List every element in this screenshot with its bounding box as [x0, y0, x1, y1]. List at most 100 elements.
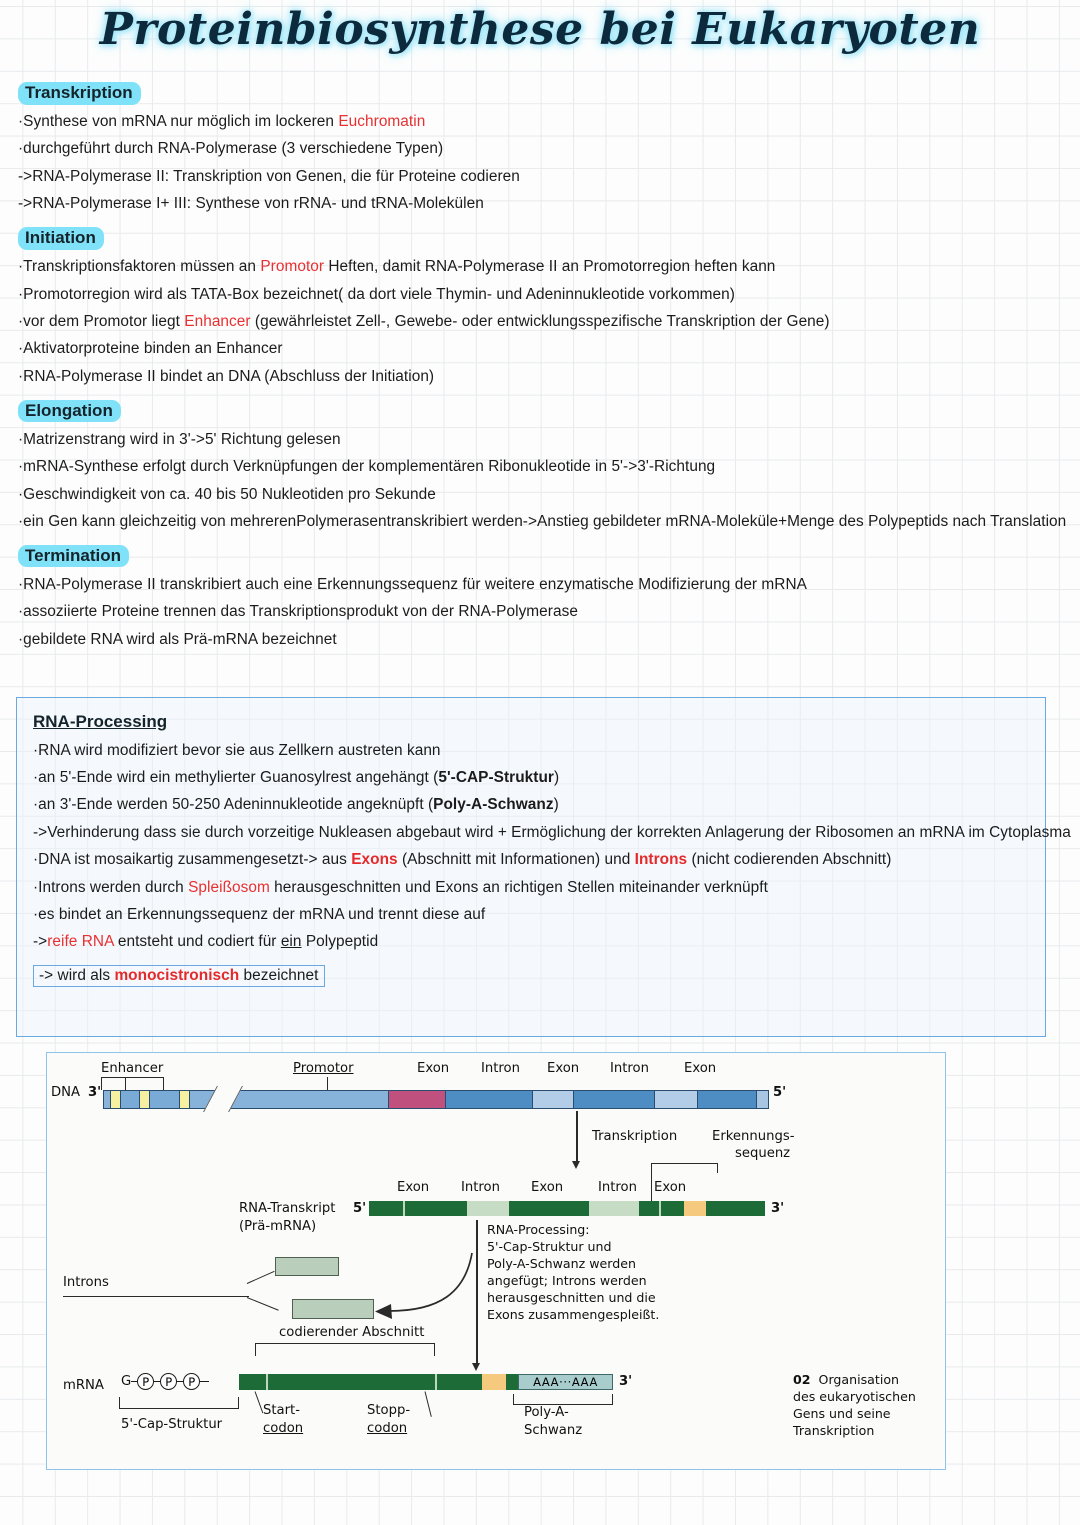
note-line: ·Introns werden durch Spleißosom herausg… [33, 878, 768, 896]
mrna-segment-coding [268, 1374, 435, 1390]
note-line: ·Transkriptionsfaktoren müssen an Promot… [18, 258, 776, 276]
note-line: ·vor dem Promotor liegt Enhancer (gewähr… [18, 313, 830, 331]
figure-caption-number: 02 [793, 1372, 811, 1387]
figure-processing-note: RNA-Processing: 5'-Cap-Struktur und Poly… [487, 1222, 660, 1322]
figure-label-rna-5prime: 5' [353, 1201, 367, 1216]
leader-line [246, 1297, 279, 1311]
figure-label-dna-3prime: 3' [88, 1085, 102, 1100]
rna-segment-exon [661, 1201, 684, 1216]
leader-line [254, 1391, 264, 1414]
phosphate-circle-3: P [183, 1373, 201, 1390]
figure-label-startcodon-2: codon [263, 1421, 304, 1436]
rna-segment-exon [706, 1201, 765, 1216]
dna-segment-exon [574, 1091, 655, 1108]
note-line: ·Synthese von mRNA nur möglich im locker… [18, 113, 426, 131]
figure-label-intron-2: Intron [610, 1061, 649, 1076]
transkription-arrow-line [576, 1111, 578, 1163]
keyword-poly-a: Poly-A-Schwanz [433, 796, 554, 814]
keyword-introns: Introns [634, 851, 688, 869]
figure-caption-line4: Transkription [793, 1423, 875, 1438]
cap-g-label: G [121, 1374, 132, 1389]
mrna-segment-utr [437, 1374, 482, 1390]
splice-curve-arrow [375, 1252, 473, 1319]
rna-segment-exon [369, 1201, 403, 1216]
note-line: ·Aktivatorproteine binden an Enhancer [18, 340, 283, 358]
note-line: ·es bindet an Erkennungssequenz der mRNA… [33, 905, 486, 923]
rna-transcript-bar [369, 1201, 765, 1216]
figure-label-dna-5prime: 5' [773, 1085, 787, 1100]
figure-caption: 02 Organisation des eukaryotischen Gens … [793, 1371, 916, 1439]
figure-label-polya-2: Schwanz [524, 1423, 583, 1438]
figure-caption-line3: Gens und seine [793, 1406, 891, 1421]
note-line: ·Geschwindigkeit von ca. 40 bis 50 Nukle… [18, 485, 436, 503]
intron-chip-2 [292, 1299, 374, 1319]
note-line: ·mRNA-Synthese erfolgt durch Verknüpfung… [18, 458, 716, 476]
figure-label-startcodon-1: Start- [263, 1403, 300, 1418]
leader-line [651, 1163, 652, 1201]
keyword-spleissosom: Spleißosom [188, 878, 270, 896]
dna-segment-intron [533, 1091, 574, 1108]
note-line: ·Promotorregion wird als TATA-Box bezeic… [18, 285, 735, 303]
figure-label-intron-1: Intron [481, 1061, 520, 1076]
leader-line [246, 1270, 275, 1284]
dna-segment-enhancer [179, 1091, 190, 1108]
section-heading-initiation: Initiation [18, 227, 104, 250]
rna-processing-title: RNA-Processing [33, 712, 168, 731]
note-line: ·an 3'-Ende werden 50-250 Adeninnukleoti… [33, 796, 559, 814]
figure-label-promotor: Promotor [293, 1061, 354, 1076]
phosphate-circle-1: P [137, 1373, 155, 1390]
rna-segment-exon [639, 1201, 659, 1216]
figure-label-transkription: Transkription [592, 1129, 678, 1144]
note-line: ·RNA-Polymerase II transkribiert auch ei… [18, 575, 807, 593]
mrna-bar: AAA···AAA [239, 1374, 613, 1390]
processing-arrow-head [472, 1363, 480, 1371]
figure-label-intron-4: Intron [598, 1180, 637, 1195]
figure-label-exon-1: Exon [417, 1061, 450, 1076]
phosphate-circle-2: P [160, 1373, 178, 1390]
rna-processing-box: RNA-Processing ·RNA wird modifiziert bev… [16, 697, 1071, 1037]
note-line: -> wird als monocistronisch bezeichnet [33, 957, 1045, 988]
rna-segment-erkennungssequenz [684, 1201, 706, 1216]
figure-label-exon-5: Exon [531, 1180, 564, 1195]
keyword-promotor: Promotor [260, 258, 325, 276]
keyword-enhancer: Enhancer [184, 313, 251, 331]
note-line: ·ein Gen kann gleichzeitig von mehrerenP… [18, 513, 1067, 531]
cap-bracket [119, 1397, 239, 1409]
figure-label-mrna: mRNA [63, 1378, 104, 1393]
section-heading-termination: Termination [18, 544, 130, 568]
figure-label-stoppcodon-1: Stopp- [367, 1403, 411, 1418]
figure-label-mrna-3prime: 3' [619, 1374, 633, 1389]
figure-label-intron-3: Intron [461, 1180, 500, 1195]
monocistronisch-callout: -> wird als monocistronisch bezeichnet [33, 964, 326, 988]
note-line: ·an 5'-Ende wird ein methylierter Guanos… [33, 768, 560, 786]
section-heading-transkription: Transkription [18, 82, 141, 105]
note-line: ·gebildete RNA wird als Prä-mRNA bezeich… [18, 630, 337, 648]
rna-segment-exon [509, 1201, 589, 1216]
figure-gene-organisation: DNA 3' Enhancer Promotor Exon Intron Exo… [46, 1052, 946, 1470]
dna-segment-exon [698, 1091, 757, 1108]
figure-label-codierender-abschnitt: codierender Abschnitt [279, 1325, 425, 1340]
leader-line [125, 1077, 126, 1090]
leader-line [651, 1163, 718, 1164]
figure-label-exon-3: Exon [684, 1061, 717, 1076]
notes-body: Transkription ·Synthese von mRNA nur mög… [16, 82, 1066, 655]
keyword-monocistronisch: monocistronisch [114, 966, 240, 984]
note-line: ·RNA-Polymerase II bindet an DNA (Abschl… [18, 367, 435, 385]
figure-caption-line2: des eukaryotischen [793, 1389, 916, 1404]
leader-line [101, 1077, 163, 1078]
figure-label-enhancer: Enhancer [101, 1061, 164, 1076]
figure-label-polya-1: Poly-A- [524, 1405, 569, 1420]
dna-segment-exon [446, 1091, 533, 1108]
figure-label-dna: DNA [51, 1085, 81, 1100]
figure-label-erkennungssequenz-line2: sequenz [735, 1146, 791, 1161]
rna-segment-exon [405, 1201, 467, 1216]
figure-label-cap-struktur: 5'-Cap-Struktur [121, 1417, 223, 1432]
section-heading-elongation: Elongation [18, 399, 121, 423]
figure-label-erkennungssequenz-line1: Erkennungs- [712, 1129, 795, 1144]
emphasis-ein: ein [280, 933, 302, 951]
dna-segment-enhancer [110, 1091, 121, 1108]
note-line: ->RNA-Polymerase I+ III: Synthese von rR… [18, 195, 484, 213]
dna-segment-promotor [388, 1091, 446, 1108]
mrna-segment-utr [239, 1374, 266, 1390]
leader-line [717, 1163, 718, 1173]
